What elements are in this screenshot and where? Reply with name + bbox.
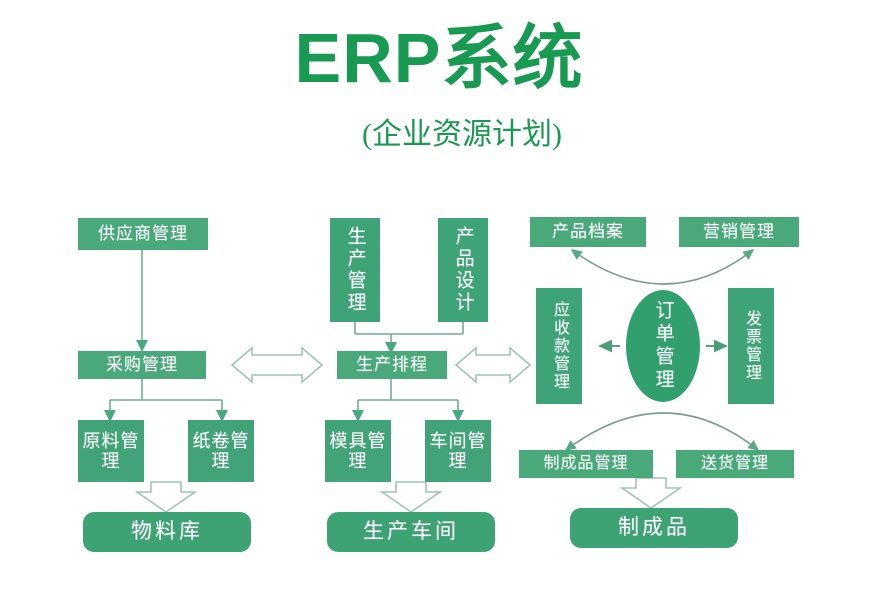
block-arrow-materials-to-warehouse bbox=[134, 481, 198, 513]
node-finished-goods-management[interactable]: 制成品管理 bbox=[519, 450, 653, 478]
block-arrow-scheduling-to-order bbox=[454, 346, 532, 384]
line-supplier-to-purchase bbox=[136, 250, 148, 352]
node-production-management[interactable]: 生产管理 bbox=[330, 218, 380, 322]
node-product-design[interactable]: 产品设计 bbox=[438, 218, 488, 322]
block-arrow-purchase-to-scheduling bbox=[230, 346, 324, 384]
title-latin: ERP bbox=[294, 19, 442, 97]
node-raw-material-management[interactable]: 原料管理 bbox=[78, 420, 144, 482]
node-paper-roll-management[interactable]: 纸卷管理 bbox=[188, 420, 254, 482]
page-title: ERP系统 bbox=[0, 19, 878, 98]
node-order-management[interactable]: 订单管理 bbox=[626, 290, 700, 402]
node-material-warehouse[interactable]: 物料库 bbox=[83, 512, 251, 552]
node-production-workshop[interactable]: 生产车间 bbox=[327, 512, 495, 552]
block-arrow-to-finished-goods bbox=[619, 477, 683, 509]
title-block: ERP系统 (企业资源计划) bbox=[0, 19, 878, 153]
line-production-to-scheduling bbox=[354, 322, 464, 354]
node-receivables-management[interactable]: 应收款管理 bbox=[536, 288, 582, 404]
node-supplier-management[interactable]: 供应商管理 bbox=[78, 218, 208, 250]
arc-order-to-archive-marketing bbox=[570, 249, 755, 285]
page-subtitle: (企业资源计划) bbox=[362, 117, 562, 151]
node-purchase-management[interactable]: 采购管理 bbox=[78, 351, 206, 379]
node-mold-management[interactable]: 模具管理 bbox=[325, 420, 391, 482]
node-workshop-management[interactable]: 车间管理 bbox=[425, 420, 491, 482]
line-scheduling-to-shopfloor bbox=[352, 379, 464, 422]
node-finished-goods[interactable]: 制成品 bbox=[570, 508, 738, 548]
node-delivery-management[interactable]: 送货管理 bbox=[676, 450, 794, 478]
block-arrow-shopfloor-to-workshop bbox=[379, 481, 443, 513]
title-cjk: 系统 bbox=[441, 21, 584, 98]
node-marketing-management[interactable]: 营销管理 bbox=[679, 217, 799, 247]
node-production-scheduling[interactable]: 生产排程 bbox=[337, 351, 447, 379]
node-invoice-management[interactable]: 发票管理 bbox=[728, 288, 774, 404]
arc-order-to-goods-delivery bbox=[564, 412, 760, 451]
line-purchase-to-materials bbox=[104, 379, 228, 422]
node-product-archive[interactable]: 产品档案 bbox=[530, 217, 646, 247]
